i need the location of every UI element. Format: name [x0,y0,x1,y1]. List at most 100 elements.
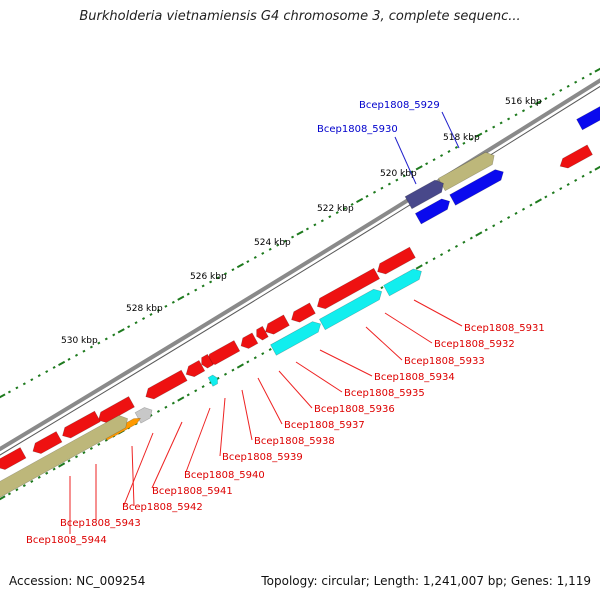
gene-label[interactable]: Bcep1808_5939 [222,452,303,463]
cds-arrow-cyan [383,268,422,297]
minor-tick [268,348,272,351]
minor-tick [544,195,548,199]
minor-tick [313,223,317,227]
cds-arrow-red [185,359,206,378]
minor-tick [395,178,399,182]
minor-tick [559,88,563,92]
minor-tick [283,239,287,243]
minor-tick [507,117,511,121]
gene-label[interactable]: Bcep1808_5935 [344,388,425,399]
cds-arrow-olive [0,415,128,498]
minor-tick [492,125,496,129]
minor-tick [544,97,548,100]
gene-label[interactable]: Bcep1808_5943 [60,518,141,529]
minor-tick [89,447,93,450]
minor-tick [223,372,228,376]
cds-arrow-slate [404,179,444,210]
gene-label[interactable]: Bcep1808_5941 [152,486,233,497]
gene-label[interactable]: Bcep1808_5933 [404,356,485,367]
major-tick [58,360,66,366]
minor-tick [186,393,190,397]
leader-line [278,370,313,409]
minor-tick [521,109,526,113]
minor-tick [499,121,503,125]
minor-tick [246,360,250,364]
map-title: Burkholderia vietnamiensis G4 chromosome… [79,9,521,24]
gene-label[interactable]: Bcep1808_5937 [284,420,365,431]
minor-tick [581,174,585,178]
minor-tick [201,284,205,288]
major-tick [177,295,185,301]
gene-label[interactable]: Bcep1808_5938 [254,436,335,447]
minor-tick [462,141,466,145]
minor-tick [551,191,555,195]
gene-label[interactable]: Bcep1808_5929 [359,100,440,111]
minor-tick [402,174,406,178]
major-tick [594,165,600,171]
minor-tick [15,386,19,390]
minor-tick [156,308,160,312]
gene-label[interactable]: Bcep1808_5942 [122,502,203,513]
minor-tick [521,207,526,211]
gene-label[interactable]: Bcep1808_5936 [314,404,395,415]
scale-label: 524 kbp [254,238,291,248]
major-tick [236,363,244,369]
minor-tick [492,224,496,228]
cds-arrow-olive [437,151,495,192]
accession-text: Accession: NC_009254 [9,574,146,588]
scale-labels: 516 kbp 518 kbp 520 kbp 522 kbp 524 kbp … [61,97,542,346]
minor-tick [335,211,339,215]
minor-tick [142,317,146,321]
minor-tick [432,158,436,162]
minor-tick [514,113,518,117]
cds-arrow-red [62,410,101,439]
minor-tick [387,182,391,186]
minor-tick [30,378,34,382]
minor-tick [127,325,131,329]
minor-tick [74,455,79,459]
minor-tick [380,286,384,290]
minor-tick [112,333,116,337]
cds-arrow-red [32,431,63,454]
major-tick [356,197,364,203]
minor-tick [97,442,101,446]
minor-tick [67,459,71,463]
gene-label[interactable]: Bcep1808_5930 [317,124,398,135]
gene-label[interactable]: Bcep1808_5932 [434,339,515,350]
gene-label[interactable]: Bcep1808_5931 [464,323,545,334]
leader-line [384,312,433,344]
minor-tick [350,203,354,206]
minor-tick [216,276,220,280]
minor-tick [45,471,49,475]
cds-arrow-red [256,325,269,341]
minor-tick [22,484,26,488]
minor-tick [372,190,377,194]
outer-tick-track [0,67,600,399]
minor-tick [45,370,49,374]
minor-tick [305,227,309,231]
minor-tick [186,292,190,296]
minor-tick [291,235,295,239]
feature-track [0,106,600,498]
leader-line [295,361,343,393]
minor-tick [589,170,593,174]
leader-line [123,432,154,506]
minor-tick [246,260,250,263]
minor-tick [462,240,466,244]
minor-tick [231,368,235,372]
gene-label[interactable]: Bcep1808_5934 [374,372,455,383]
minor-tick [514,211,518,215]
gene-label[interactable]: Bcep1808_5940 [184,470,265,481]
cds-arrow-red [206,340,241,365]
minor-tick [74,353,79,357]
leader-line [131,445,135,507]
minor-tick [447,249,451,252]
minor-tick [104,337,108,341]
minor-tick [201,385,205,389]
major-tick [415,264,423,270]
cds-arrow-blue [576,106,600,131]
minor-tick [37,374,41,378]
gene-label[interactable]: Bcep1808_5944 [26,535,107,546]
minor-tick [67,357,71,361]
minor-tick [425,162,429,166]
